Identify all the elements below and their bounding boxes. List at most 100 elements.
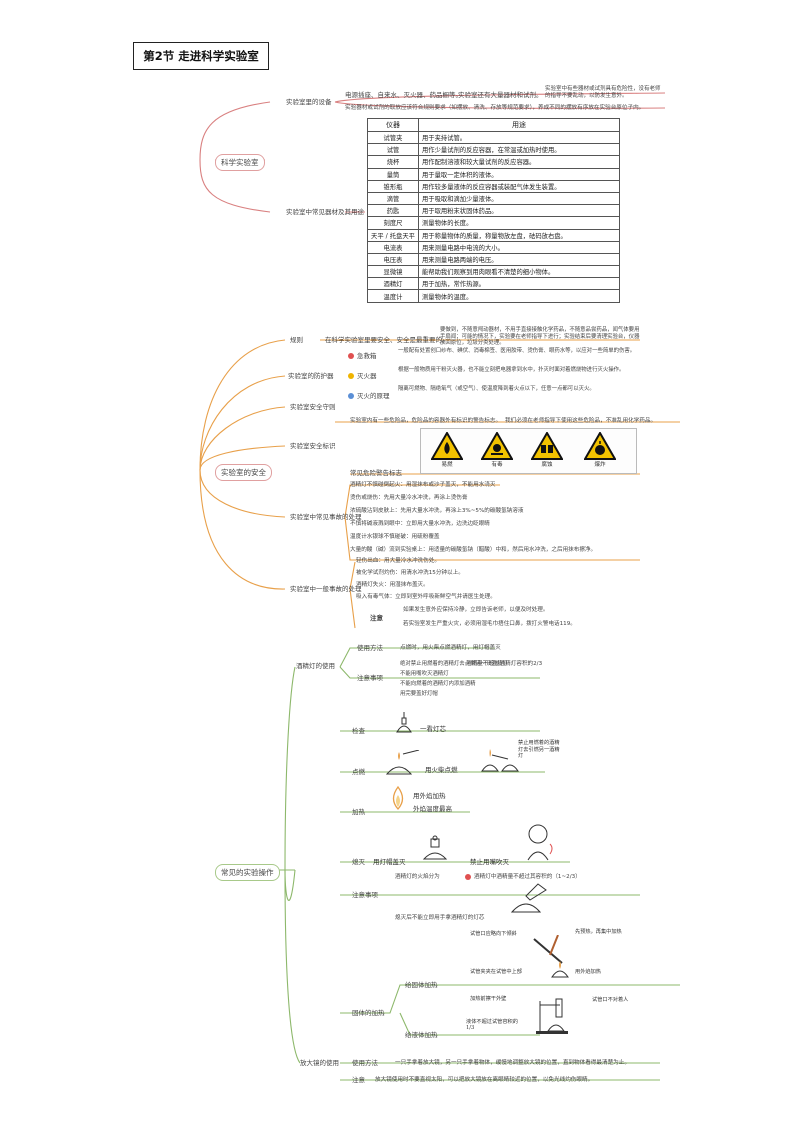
safety-rules-text: 在科学实验室里要安全、安全是最重要的。: [325, 336, 449, 344]
use-cell: 用作配制溶液和较大量试剂的反应容器。: [418, 155, 620, 169]
solid-test: 给固体加热: [405, 981, 438, 989]
lamp-note-extra: 酒精量不超过酒精灯容积的2/3: [466, 661, 543, 667]
corrosive-icon: [531, 432, 563, 460]
equip-c: 实验室中有些器材或试剂具有危险性，没有老师的指导不要乱动，以防发生意外。: [545, 86, 661, 99]
use-cell: 用来测量电路中电流的大小。: [418, 240, 620, 254]
heat-label: 用外焰加热: [413, 792, 446, 800]
explosive-icon: [584, 432, 616, 460]
lamp-usage: 酒精灯的使用: [296, 662, 335, 670]
list-item: 被化学试剂灼伤：用清水冲洗15分钟以上。: [356, 570, 464, 576]
use-cell: 用来测量电路两端的电压。: [418, 252, 620, 267]
instrument-cell: 酒精灯: [367, 277, 419, 291]
heat-label-2: 外焰温度最高: [413, 805, 452, 813]
table-header-row: 仪器 用途: [367, 118, 620, 132]
solid-label-4: 用外焰加热: [575, 969, 601, 975]
flammable-icon: [431, 432, 463, 460]
use-cell: 用于夹持试管。: [418, 130, 620, 145]
use-cell: 用作较多量液体的反应容器或装配气体发生装置。: [418, 179, 620, 193]
list-item: 酒精灯失火：用湿抹布盖灭。: [356, 582, 429, 588]
page-title: 第2节 走进科学实验室: [133, 42, 269, 70]
liquid-heating-sketch: [530, 995, 574, 1037]
use-cell: 测量物体的温度。: [418, 289, 620, 303]
lamp-cap-icon: [422, 835, 448, 860]
instrument-cell: 电压表: [367, 252, 419, 267]
instrument-cell: 滴管: [367, 191, 419, 206]
table-row: 刻度尺测量物体的长度。: [367, 216, 620, 230]
instrument-cell: 试管: [367, 143, 419, 157]
instrument-cell: 量筒: [367, 167, 419, 181]
step-heat: 加热: [352, 808, 365, 816]
note-a: 如果发生意外应保持冷静，立即告诉老师，以便及时处理。: [403, 607, 549, 613]
list-item: 不慎将碱液溅到眼中：立即用大量水冲洗，边洗边眨眼睛: [350, 521, 490, 527]
table-row: 试管夹用于夹持试管。: [367, 130, 620, 145]
instrument-cell: 温度计: [367, 289, 419, 303]
caution-sketch: [508, 882, 548, 916]
table-header-instrument: 仪器: [367, 118, 419, 132]
first-aid-icon: [348, 353, 354, 359]
cautions: 注意事项: [352, 891, 378, 899]
table-row: 锥形瓶用作较多量液体的反应容器或装配气体发生装置。: [367, 179, 620, 193]
note-label: 注意: [370, 614, 383, 622]
general-accidents: 实验室中一般事故的处理: [290, 585, 362, 593]
light-forbidden-label: 禁止用燃着的酒精灯去引燃另一酒精灯: [518, 740, 560, 759]
table-row: 量筒用于量取一定体积的液体。: [367, 167, 620, 181]
instrument-cell: 天平 / 托盘天平: [367, 228, 419, 242]
off-forbidden-label: 禁止用嘴吹灭: [470, 858, 509, 866]
table-row: 温度计测量物体的温度。: [367, 289, 620, 303]
magnifier-use: 使用方法: [352, 1059, 378, 1067]
instrument-cell: 药匙: [367, 204, 419, 218]
signs-text: 实验室内有一些危险品，危险品的容器外有标识的警告标志。: [350, 418, 502, 424]
fire-principle-text: 隔离可燃物、隔绝氧气（或空气）、使温度降到着火点以下，任意一点都可以灭火。: [398, 386, 595, 392]
use-cell: 测量物体的长度。: [418, 216, 620, 230]
lamp-use-text: 点燃时，用火柴点燃酒精灯，用灯帽盖灭: [400, 645, 501, 651]
warning-icon: [465, 873, 471, 880]
branch-lab: 科学实验室: [215, 154, 265, 171]
magnifier-usage: 放大镜的使用: [300, 1059, 339, 1067]
safety-signs: 实验室安全标识: [290, 442, 336, 450]
safety-rules: 规则: [290, 336, 303, 344]
list-item: 酒精灯不慎碰倒起火：用湿抹布或沙子盖灭，不能用水浇灭: [350, 482, 496, 488]
toxic-icon: [481, 432, 513, 460]
note-b: 若实验室发生严重火灾，必须用湿毛巾捂住口鼻，拨打火警电话119。: [403, 621, 576, 627]
instrument-cell: 烧杯: [367, 155, 419, 169]
use-cell: 用于称量物体的质量，称量物放左盘，砝码放右盘。: [418, 228, 620, 242]
first-aid-text: 一般配有处置创口纱布、碘伏、消毒棉签、医用胶带、烫伤膏、眼药水等，以应对一些简单…: [398, 348, 636, 354]
sign-flammable: 易燃: [425, 432, 469, 468]
extinguisher: 灭火器: [348, 372, 377, 380]
list-item: 不能向燃着的酒精灯内添加酒精: [400, 681, 476, 687]
test-tube-heating-icon: [533, 934, 569, 978]
list-item: 浓硫酸沾到皮肤上：先用大量水冲洗，再涂上3%~5%的碳酸氢钠溶液: [350, 508, 524, 514]
branch-safety: 实验室的安全: [215, 464, 272, 481]
lab-common-equipment: 实验室中常见器材及其用途: [286, 208, 364, 216]
magnifier-note-text: 放大镜使用时不要直视太阳，可以把放大镜放在离眼睛较近的位置，以免光线灼伤眼睛。: [375, 1077, 594, 1083]
accidents: 实验室中常见事故的处理: [290, 513, 362, 521]
sign-explosive: 爆炸: [578, 432, 622, 468]
solid-label-2: 先预热，再集中加热: [575, 929, 622, 935]
lighting-lamp-icon: [385, 749, 420, 775]
lamp-note: 注意事项: [357, 674, 383, 682]
instrument-cell: 锥形瓶: [367, 179, 419, 193]
lamp-use: 使用方法: [357, 644, 383, 652]
list-item: 吸入有毒气体：立即到室外呼吸新鲜空气并请医生处理。: [356, 594, 496, 600]
extinguisher-text: 根据一般物质用干粉灭火器，也不能立刻把电器拿到水中，扑灭时面对着燃烧物进行灭火操…: [398, 367, 625, 373]
solid-label-5: 加热前擦干外壁: [470, 996, 507, 1002]
safety-rules-2: 实验室安全守则: [290, 403, 336, 411]
list-item: 用完要盖好灯帽: [400, 691, 438, 697]
first-aid-kit: 急救箱: [348, 352, 377, 360]
magnifier-use-text: 一只手拿着放大镜，另一只手拿着物体，缓慢地调整放大镜的位置，直到物体看得最清楚为…: [395, 1060, 630, 1066]
use-cell: 用于量取一定体积的液体。: [418, 167, 620, 181]
liquid-label-2: 试管口不对着人: [592, 997, 629, 1003]
safety-protection: 实验室的防护器: [288, 372, 334, 380]
lab-equipment: 实验室里的设备: [286, 98, 332, 106]
extinguisher-icon: [348, 373, 354, 379]
solid-label-1: 试管口应略向下倾斜: [470, 931, 517, 937]
safety-rules-detail: 要做到，不随意闯动器材，不用手直接接触化学药品，不随意品尝药品，闻气体要用手扇闻…: [440, 327, 640, 347]
stand-burner-icon: [536, 998, 568, 1034]
step-light: 点燃: [352, 768, 365, 776]
solid-heating-sketch: [530, 934, 570, 981]
fire-principle-icon: [348, 393, 354, 399]
instrument-cell: 试管夹: [367, 130, 419, 145]
fire-principle: 灭火的原理: [348, 392, 390, 400]
table-row: 酒精灯用于加热，常作热源。: [367, 277, 620, 291]
table-row: 试管用作少量试剂的反应容器，在常温或加热时使用。: [367, 143, 620, 157]
